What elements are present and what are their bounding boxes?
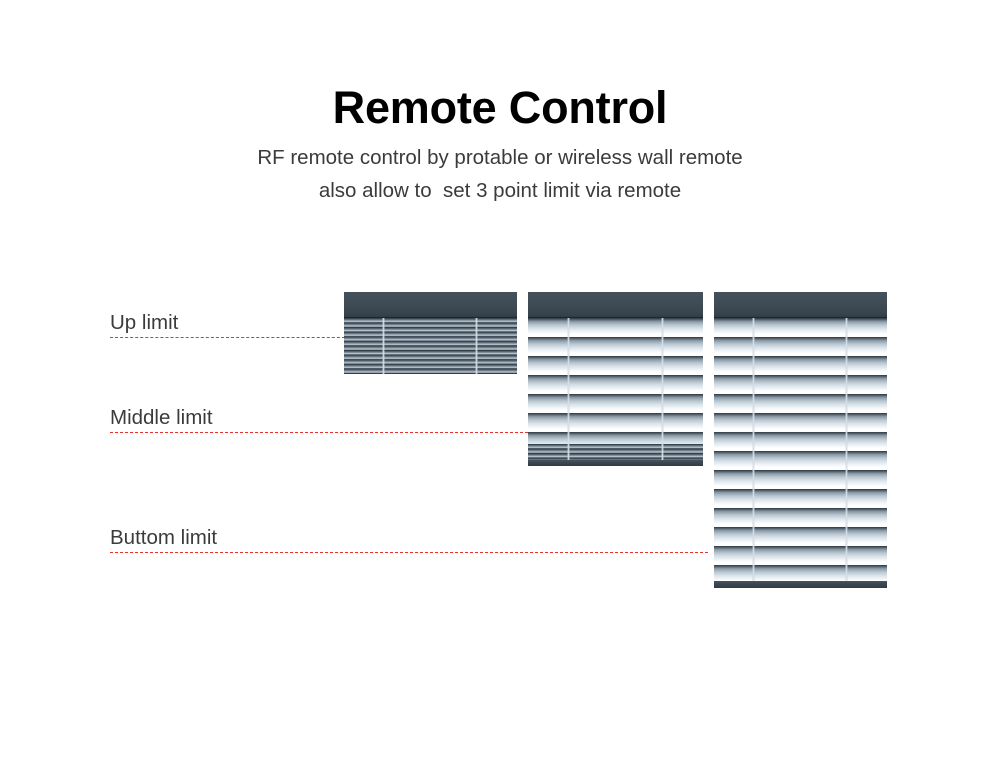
blind-raised-to-up-limit [344, 292, 517, 374]
blind-bottomrail [528, 460, 703, 466]
subtitle-line-2: also allow to set 3 point limit via remo… [318, 179, 682, 203]
limit-label-bottom: Buttom limit [110, 525, 218, 549]
limit-dashed-line-bottom [110, 552, 708, 553]
blind-bottomrail [714, 581, 887, 588]
ladder-cord-left [382, 318, 386, 374]
ladder-cord-right [475, 318, 479, 374]
blind-stacked-slats [528, 444, 703, 460]
blind-stacked-slats [344, 318, 517, 374]
blind-headrail [344, 292, 517, 318]
limit-label-middle: Middle limit [110, 405, 213, 429]
blind-open-slats [714, 318, 887, 581]
header: Remote Control RF remote control by prot… [0, 84, 1000, 208]
limit-dashed-line-up [110, 337, 350, 338]
limit-dashed-line-middle [110, 432, 703, 433]
blind-lowered-to-middle-limit [528, 292, 703, 466]
blind-lowered-to-bottom-limit [714, 292, 887, 588]
page-title: Remote Control [332, 82, 668, 133]
page-subtitle: RF remote control by protable or wireles… [0, 142, 1000, 208]
limit-label-up: Up limit [110, 310, 179, 334]
blind-open-slats [528, 318, 703, 444]
subtitle-line-1: RF remote control by protable or wireles… [257, 146, 743, 170]
blind-headrail [714, 292, 887, 318]
blind-headrail [528, 292, 703, 318]
